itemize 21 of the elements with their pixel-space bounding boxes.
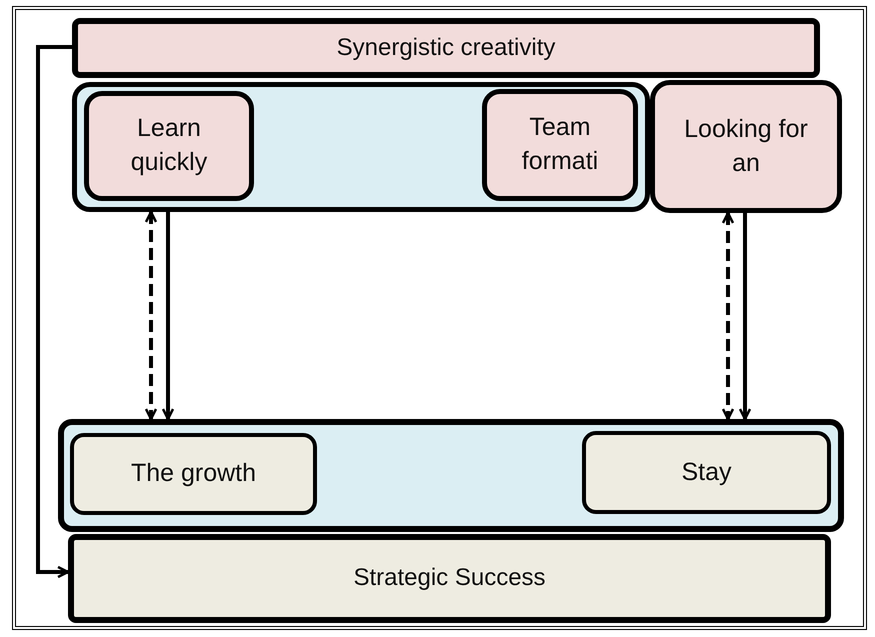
arrow — [144, 210, 158, 420]
process-box — [70, 433, 317, 515]
arrow — [722, 212, 734, 420]
process-box — [482, 89, 638, 201]
box-label: Strategic Success — [352, 563, 547, 594]
box-label: Stay — [680, 456, 733, 488]
box-label: Looking for an — [683, 114, 809, 178]
process-box — [650, 80, 842, 213]
box-label: Learn quickly — [130, 113, 208, 178]
box-label: The growth — [130, 458, 258, 490]
box-label: Synergistic creativity — [336, 32, 556, 63]
arrow — [738, 213, 752, 420]
process-box — [72, 18, 820, 78]
container-box — [58, 419, 844, 532]
arrow — [36, 45, 72, 578]
process-box — [68, 534, 831, 623]
arrow — [162, 212, 174, 420]
process-box — [582, 431, 831, 514]
process-box — [84, 91, 254, 201]
container-box — [72, 82, 650, 212]
box-label: Team formati — [520, 112, 600, 177]
